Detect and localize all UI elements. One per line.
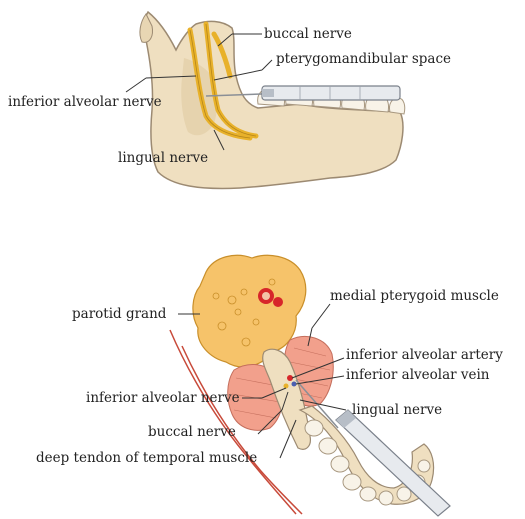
- label-lingual-nerve-top: lingual nerve: [118, 150, 208, 166]
- label-buccal-nerve-bottom: buccal nerve: [148, 424, 236, 440]
- label-lingual-nerve-bottom: lingual nerve: [352, 402, 442, 418]
- label-medial-pterygoid-muscle: medial pterygoid muscle: [330, 288, 499, 304]
- label-buccal-nerve-top: buccal nerve: [264, 26, 352, 42]
- label-inferior-alveolar-artery: inferior alveolar artery: [346, 347, 503, 363]
- label-pterygomandibular-space: pterygomandibular space: [276, 51, 451, 67]
- label-parotid-grand: parotid grand: [72, 306, 167, 322]
- label-inferior-alveolar-nerve-bottom: inferior alveolar nerve: [86, 390, 240, 406]
- label-inferior-alveolar-vein: inferior alveolar vein: [346, 367, 490, 383]
- label-inferior-alveolar-nerve-top: inferior alveolar nerve: [8, 94, 162, 110]
- label-deep-tendon: deep tendon of temporal muscle: [36, 450, 257, 466]
